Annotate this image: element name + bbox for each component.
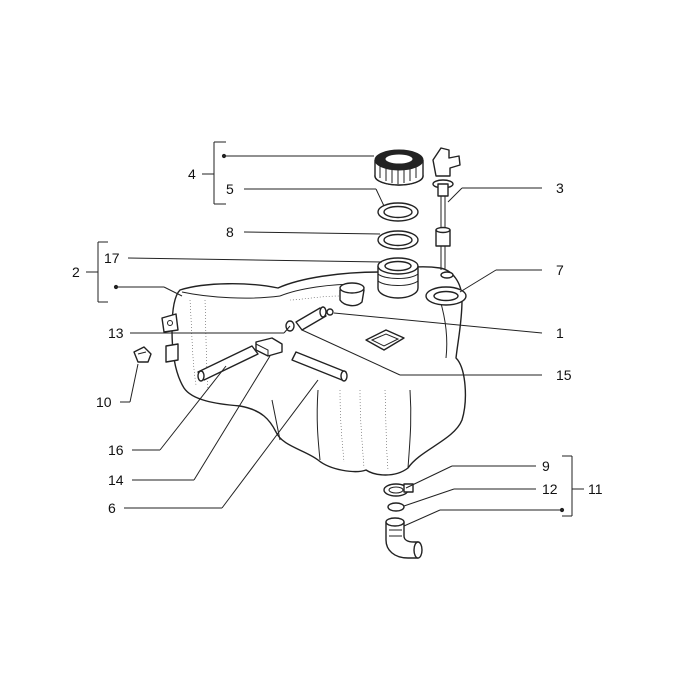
filler-cap: [374, 149, 424, 186]
filler-ring: [377, 230, 419, 250]
callout-10: 10: [96, 394, 112, 410]
filler-neck: [377, 257, 419, 299]
callout-3: 3: [556, 180, 564, 196]
breather-hose: [197, 345, 348, 382]
callout-6: 6: [108, 500, 116, 516]
vent-fitting: [339, 282, 365, 307]
sender-gasket: [425, 271, 467, 306]
callout-labels: 4 5 8 3 17 2 7 13 1 15 10 16 14 6 9 12 1…: [72, 166, 603, 516]
callout-7: 7: [556, 262, 564, 278]
callout-16: 16: [108, 442, 124, 458]
callout-5: 5: [226, 181, 234, 197]
leader-lines: [86, 141, 584, 527]
callout-4: 4: [188, 166, 196, 182]
callout-2: 2: [72, 264, 80, 280]
callout-12: 12: [542, 481, 558, 497]
callout-14: 14: [108, 472, 124, 488]
hose-clamp: [383, 483, 414, 497]
callout-1: 1: [556, 325, 564, 341]
o-ring: [387, 502, 405, 512]
cap-gasket: [377, 202, 419, 222]
fuel-level-sender: [432, 147, 461, 270]
callout-11: 11: [588, 481, 603, 497]
elbow-fitting: [385, 517, 423, 559]
callout-15: 15: [556, 367, 572, 383]
callout-8: 8: [226, 224, 234, 240]
callout-17: 17: [104, 250, 120, 266]
callout-9: 9: [542, 458, 550, 474]
clamp-bracket: [255, 337, 283, 357]
spring-nut: [133, 346, 152, 363]
callout-13: 13: [108, 325, 124, 341]
